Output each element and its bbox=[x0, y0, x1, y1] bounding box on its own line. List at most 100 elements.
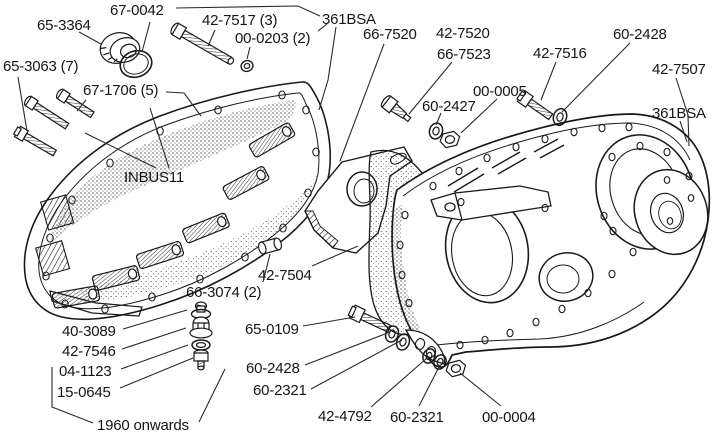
engine-plate-hatch-edge bbox=[305, 211, 338, 248]
leader-line-361BSA-top bbox=[319, 27, 336, 110]
outer-cover-flange-hole bbox=[402, 211, 408, 219]
part-label-00-0005: 00-0005 bbox=[473, 83, 527, 100]
face-hole bbox=[458, 198, 464, 205]
leader-line-66-7520 bbox=[340, 44, 384, 161]
inner-cover-shading bbox=[50, 100, 296, 244]
leader-line-40-3089 bbox=[123, 310, 187, 329]
part-label-42-7507: 42-7507 bbox=[652, 61, 706, 78]
block-bush bbox=[88, 288, 98, 299]
leader-line-361BSA-right bbox=[680, 121, 687, 142]
part-label-65-0109: 65-0109 bbox=[245, 321, 299, 338]
inner-cover-lug bbox=[50, 291, 142, 316]
inner-cover-hatched-panel bbox=[36, 195, 74, 276]
block-bush bbox=[281, 125, 293, 138]
part-label-04-1123: 04-1123 bbox=[59, 363, 112, 380]
chain-guide-block bbox=[248, 122, 295, 158]
leader-line-42-7507 bbox=[676, 78, 689, 146]
inner-cover-flange bbox=[39, 93, 319, 309]
leader-line-67-1706 bbox=[166, 92, 201, 116]
dome-flange-hole bbox=[686, 172, 692, 180]
part-label-361BSA-top: 361BSA bbox=[322, 11, 376, 28]
outer-cover-flange-hole bbox=[406, 299, 412, 307]
dome-flange-hole bbox=[609, 153, 615, 161]
leader-line-66-7523 bbox=[409, 62, 452, 114]
inner-cover-flange-hole bbox=[62, 300, 68, 308]
leader-line-00-0005 bbox=[461, 99, 497, 133]
clutch-adjuster-disc bbox=[623, 160, 713, 264]
face-hole-2 bbox=[542, 204, 548, 211]
part-label-66-3074: 66-3074 (2) bbox=[186, 284, 262, 301]
part-label-66-7520: 66-7520 bbox=[363, 26, 417, 43]
inner-cover-flange-hole bbox=[47, 234, 53, 242]
leader-line-42-7546 bbox=[122, 328, 186, 349]
inner-cover-flange-hole bbox=[107, 159, 113, 167]
fixing-screw bbox=[55, 88, 95, 120]
fixing-screw bbox=[23, 95, 70, 131]
leader-line-361BSA-top bbox=[318, 24, 327, 31]
long-screw bbox=[169, 22, 236, 68]
inner-cover-flange-hole bbox=[102, 305, 108, 313]
dome-flange-hole bbox=[664, 148, 670, 156]
disc-hole bbox=[688, 195, 693, 202]
part-label-42-7516: 42-7516 bbox=[533, 45, 587, 62]
leader-line-65-0109 bbox=[303, 317, 355, 326]
dome-flange-hole bbox=[601, 212, 607, 220]
part-label-42-7520: 42-7520 bbox=[436, 25, 490, 42]
block-bush bbox=[171, 244, 182, 256]
washer bbox=[383, 324, 400, 344]
leader-line-00-0203 bbox=[247, 47, 250, 59]
leader-line-361BSA-top bbox=[176, 6, 320, 16]
part-label-00-0203: 00-0203 (2) bbox=[235, 30, 311, 47]
leader-line-60-2321-left bbox=[311, 340, 402, 389]
leader-line-42-7517 bbox=[208, 30, 215, 46]
dome-flange-hole bbox=[637, 142, 643, 150]
part-label-67-0042: 67-0042 bbox=[110, 2, 164, 19]
hex-nut bbox=[445, 359, 467, 377]
part-label-60-2321-left: 60-2321 bbox=[253, 382, 307, 399]
part-label-42-7517: 42-7517 (3) bbox=[202, 12, 278, 29]
inner-cover-flange-hole bbox=[149, 293, 155, 301]
part-label-66-7523: 66-7523 bbox=[437, 46, 491, 63]
outer-cover-flange-hole bbox=[456, 167, 462, 175]
block-bush bbox=[255, 169, 267, 182]
part-label-INBUS11: INBUS11 bbox=[124, 169, 185, 186]
outer-cover-flange-hole bbox=[482, 336, 488, 344]
inner-cover-flange-hole bbox=[197, 275, 203, 283]
level-screw bbox=[192, 302, 211, 319]
part-label-361BSA-right: 361BSA bbox=[652, 105, 706, 122]
fibre-washer bbox=[192, 340, 210, 350]
part-label-60-2428-top: 60-2428 bbox=[613, 26, 667, 43]
fasteners bbox=[13, 22, 569, 378]
face-bracket bbox=[431, 186, 551, 220]
leader-line-60-2428-bottom bbox=[305, 332, 390, 365]
outer-cover-flange-hole bbox=[609, 270, 615, 278]
outer-cover-flange-hole bbox=[513, 143, 519, 151]
outer-cover-flange-hole bbox=[559, 305, 565, 313]
leader-line-INBUS11 bbox=[85, 133, 156, 168]
part-label-42-7504: 42-7504 bbox=[258, 267, 312, 284]
chain-guide-block bbox=[182, 212, 230, 243]
outer-cover-edge-stipple bbox=[391, 204, 428, 348]
chain-guide-blocks bbox=[52, 122, 296, 308]
leader-line-60-2321-right bbox=[419, 367, 439, 406]
part-label-65-3063: 65-3063 (7) bbox=[3, 58, 79, 75]
spring-washer bbox=[428, 122, 445, 141]
washer bbox=[551, 107, 569, 127]
outer-cover-flange-hole bbox=[599, 124, 605, 132]
leader-line-60-2427 bbox=[436, 113, 441, 125]
outer-cover-flange-hole bbox=[533, 318, 539, 326]
drain-plug-body bbox=[190, 317, 212, 338]
washer bbox=[432, 353, 449, 371]
drain-plug-stack bbox=[190, 302, 212, 370]
part-label-42-7546: 42-7546 bbox=[62, 343, 116, 360]
outer-cover-flange-hole bbox=[507, 329, 513, 337]
hex-bolt bbox=[347, 304, 392, 335]
inner-cover-flange-hole bbox=[313, 148, 319, 156]
hex-bolt bbox=[13, 125, 58, 158]
outer-cover-top-flange bbox=[403, 123, 690, 196]
part-label-1960-onwards: 1960 onwards bbox=[97, 417, 189, 434]
part-label-40-3089: 40-3089 bbox=[62, 323, 116, 340]
tab-hole bbox=[414, 337, 426, 350]
